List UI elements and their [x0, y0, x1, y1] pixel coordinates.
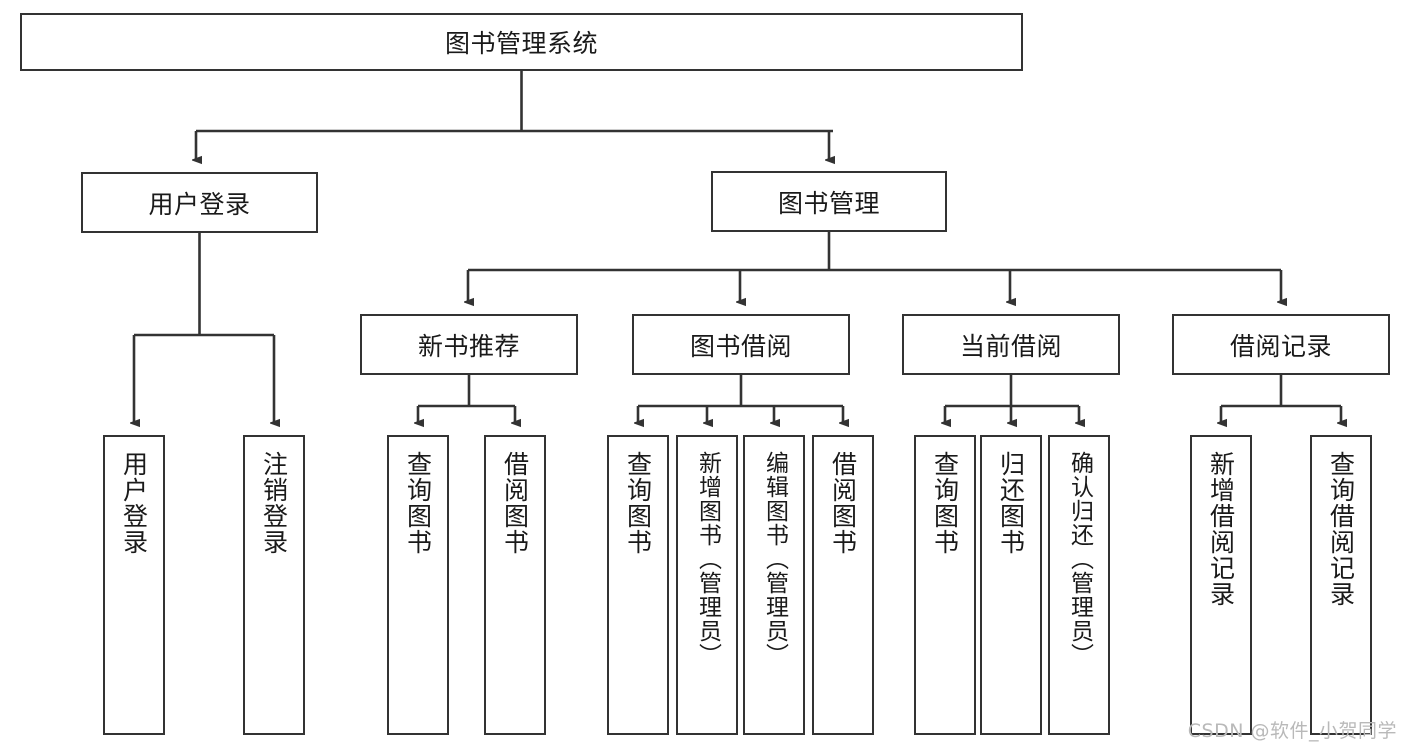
node-leaf-query-book-1[interactable]: 查询图书 — [387, 435, 449, 735]
node-leaf-add-book-label: 新增图书（管理员） — [694, 451, 721, 667]
node-leaf-edit-book-label: 编辑图书（管理员） — [761, 451, 788, 667]
node-leaf-user-login[interactable]: 用户登录 — [103, 435, 165, 735]
node-leaf-query-record[interactable]: 查询借阅记录 — [1310, 435, 1372, 735]
node-leaf-query-book-2-label: 查询图书 — [623, 451, 653, 555]
node-leaf-return-book-label: 归还图书 — [996, 451, 1026, 555]
node-leaf-edit-book[interactable]: 编辑图书（管理员） — [743, 435, 805, 735]
node-leaf-return-book[interactable]: 归还图书 — [980, 435, 1042, 735]
node-leaf-user-logout-label: 注销登录 — [259, 451, 289, 555]
node-book-borrow[interactable]: 图书借阅 — [632, 314, 850, 375]
node-leaf-borrow-book-2-label: 借阅图书 — [828, 451, 858, 555]
node-leaf-query-book-2[interactable]: 查询图书 — [607, 435, 669, 735]
node-leaf-query-book-1-label: 查询图书 — [403, 451, 433, 555]
node-book-manage-label: 图书管理 — [777, 188, 880, 218]
node-leaf-user-logout[interactable]: 注销登录 — [243, 435, 305, 735]
node-current-borrow-label: 当前借阅 — [959, 331, 1062, 361]
node-leaf-add-book[interactable]: 新增图书（管理员） — [676, 435, 738, 735]
node-leaf-query-book-3-label: 查询图书 — [930, 451, 960, 555]
node-leaf-borrow-book-1[interactable]: 借阅图书 — [484, 435, 546, 735]
node-leaf-user-login-label: 用户登录 — [119, 451, 149, 555]
node-leaf-confirm-return[interactable]: 确认归还（管理员） — [1048, 435, 1110, 735]
node-leaf-add-record[interactable]: 新增借阅记录 — [1190, 435, 1252, 735]
node-leaf-borrow-book-1-label: 借阅图书 — [500, 451, 530, 555]
node-leaf-confirm-return-label: 确认归还（管理员） — [1066, 451, 1093, 667]
node-new-book-rec[interactable]: 新书推荐 — [360, 314, 578, 375]
node-root-label: 图书管理系统 — [444, 29, 598, 58]
node-new-book-rec-label: 新书推荐 — [417, 331, 520, 361]
node-leaf-add-record-label: 新增借阅记录 — [1206, 451, 1236, 607]
node-current-borrow[interactable]: 当前借阅 — [902, 314, 1120, 375]
node-leaf-borrow-book-2[interactable]: 借阅图书 — [812, 435, 874, 735]
node-root[interactable]: 图书管理系统 — [20, 13, 1023, 71]
node-book-manage[interactable]: 图书管理 — [711, 171, 947, 232]
node-leaf-query-record-label: 查询借阅记录 — [1326, 451, 1356, 607]
node-borrow-record[interactable]: 借阅记录 — [1172, 314, 1390, 375]
watermark: CSDN @软件_小贺同学 — [1187, 720, 1397, 742]
node-user-login[interactable]: 用户登录 — [81, 172, 318, 233]
node-user-login-label: 用户登录 — [148, 189, 251, 219]
node-leaf-query-book-3[interactable]: 查询图书 — [914, 435, 976, 735]
node-book-borrow-label: 图书借阅 — [689, 331, 792, 361]
node-borrow-record-label: 借阅记录 — [1229, 331, 1332, 361]
